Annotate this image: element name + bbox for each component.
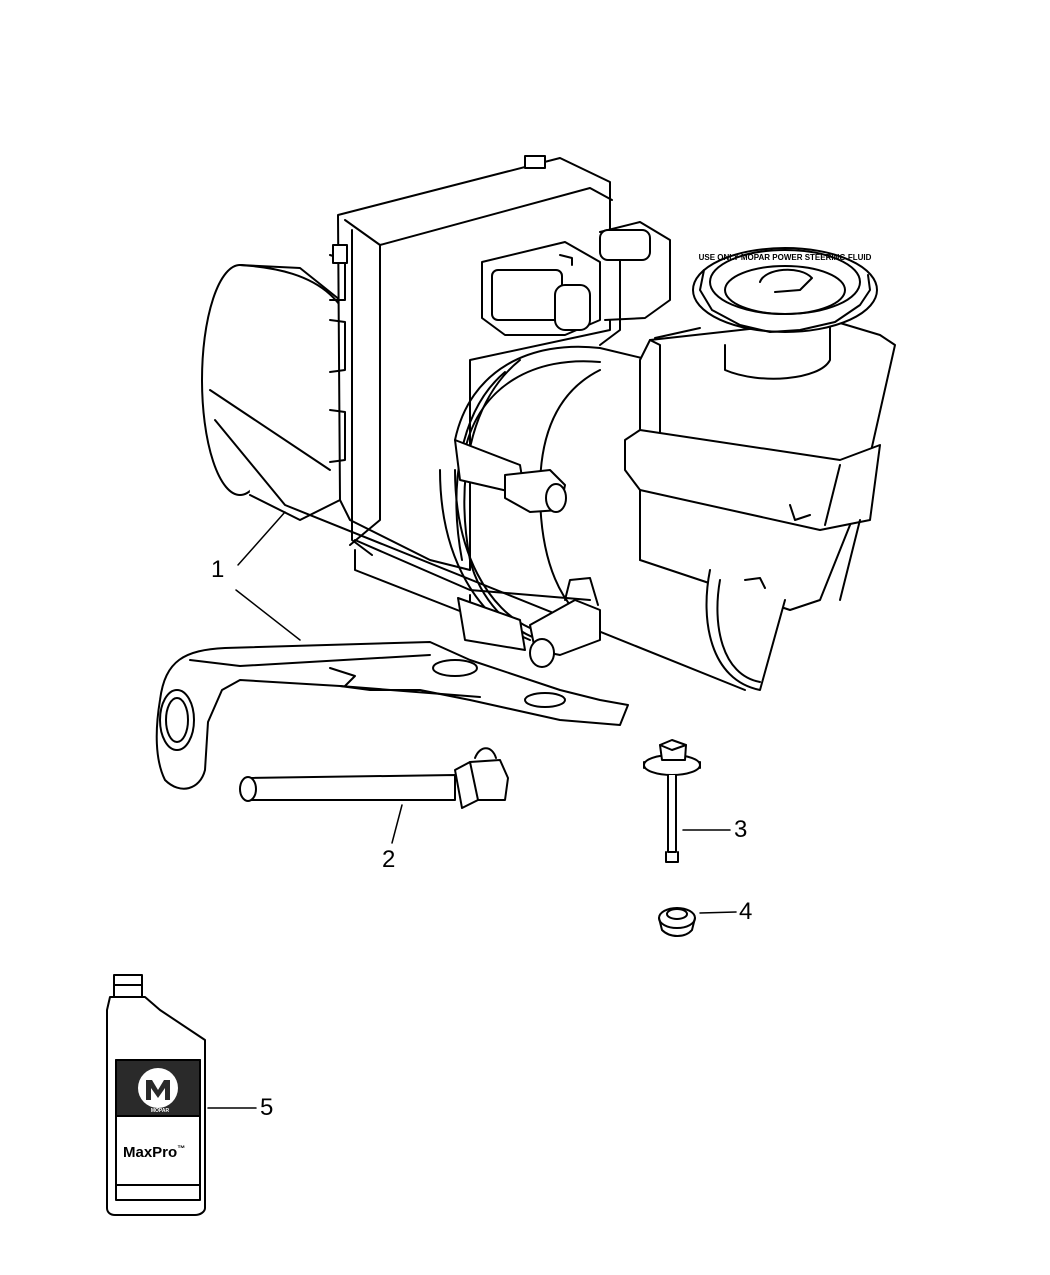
leader-4	[699, 911, 737, 914]
fluid-reservoir	[624, 319, 896, 691]
leader-lines	[207, 511, 737, 1109]
leader-1b	[235, 589, 301, 641]
bottle-brand: MOPAR	[151, 1108, 170, 1114]
controller-housing	[329, 155, 613, 616]
callout-3: 3	[734, 816, 748, 843]
bottle-product-name: MaxPro™	[123, 1144, 185, 1161]
mounting-bracket	[155, 641, 629, 790]
reservoir-cap: USE ONLY MOPAR POWER STEERING FLUID	[692, 247, 878, 380]
nut	[658, 907, 696, 937]
clamp-bolt-lower	[457, 577, 601, 668]
leader-2	[391, 804, 403, 844]
electrical-connector	[481, 221, 671, 346]
leader-1a	[237, 511, 286, 566]
bolt-with-washer	[643, 739, 701, 863]
power-steering-pump-assembly: USE ONLY MOPAR POWER STEERING FLUID	[201, 155, 896, 691]
callout-2: 2	[382, 846, 396, 873]
reservoir-cap-text: USE ONLY MOPAR POWER STEERING FLUID	[699, 253, 872, 262]
callout-5: 5	[260, 1094, 274, 1121]
long-bolt	[239, 747, 509, 809]
clamp-bolt-upper	[454, 439, 567, 513]
callout-4: 4	[739, 898, 753, 925]
fluid-bottle: MOPAR MaxPro™	[106, 974, 206, 1216]
callout-1: 1	[211, 556, 225, 583]
